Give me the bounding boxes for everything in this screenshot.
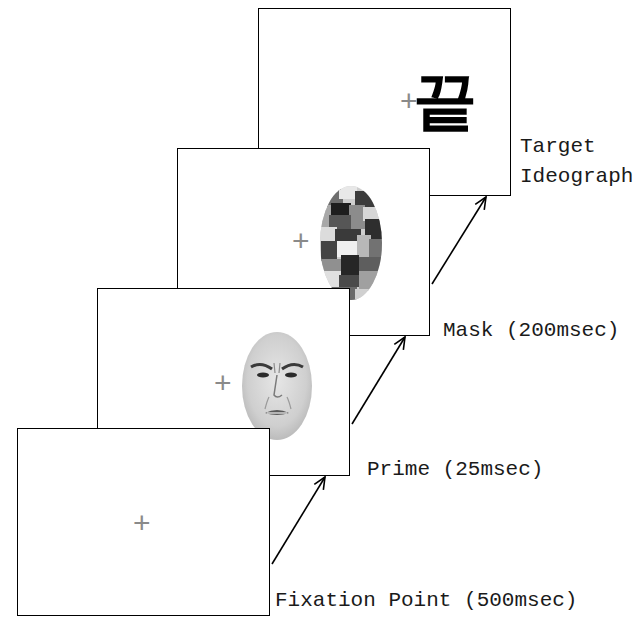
sequence-arrow (272, 477, 325, 564)
step-label: Prime (25msec) (367, 455, 597, 485)
arrow-line (432, 197, 486, 284)
fixation-cross: + (292, 226, 310, 256)
arrow-line (352, 337, 405, 424)
fixation-cross: + (133, 508, 151, 538)
arrow-head (475, 197, 486, 210)
mask-pattern (319, 185, 383, 301)
arrow-head (394, 337, 405, 350)
arrow-line (272, 477, 325, 564)
face-drawing (242, 332, 312, 440)
target-ideograph: 끝 (413, 69, 477, 133)
step-label: Fixation Point (500msec) (275, 586, 615, 616)
step-label: Target Ideograph (520, 132, 640, 193)
sequence-arrow (432, 197, 486, 284)
sequence-arrow (352, 337, 405, 424)
mask-blocks (319, 185, 383, 301)
face-picture (241, 331, 313, 441)
step-label: Mask (200msec) (443, 316, 638, 346)
screen-frame: + (17, 428, 270, 616)
fixation-cross: + (214, 368, 232, 398)
arrow-head (314, 477, 325, 490)
